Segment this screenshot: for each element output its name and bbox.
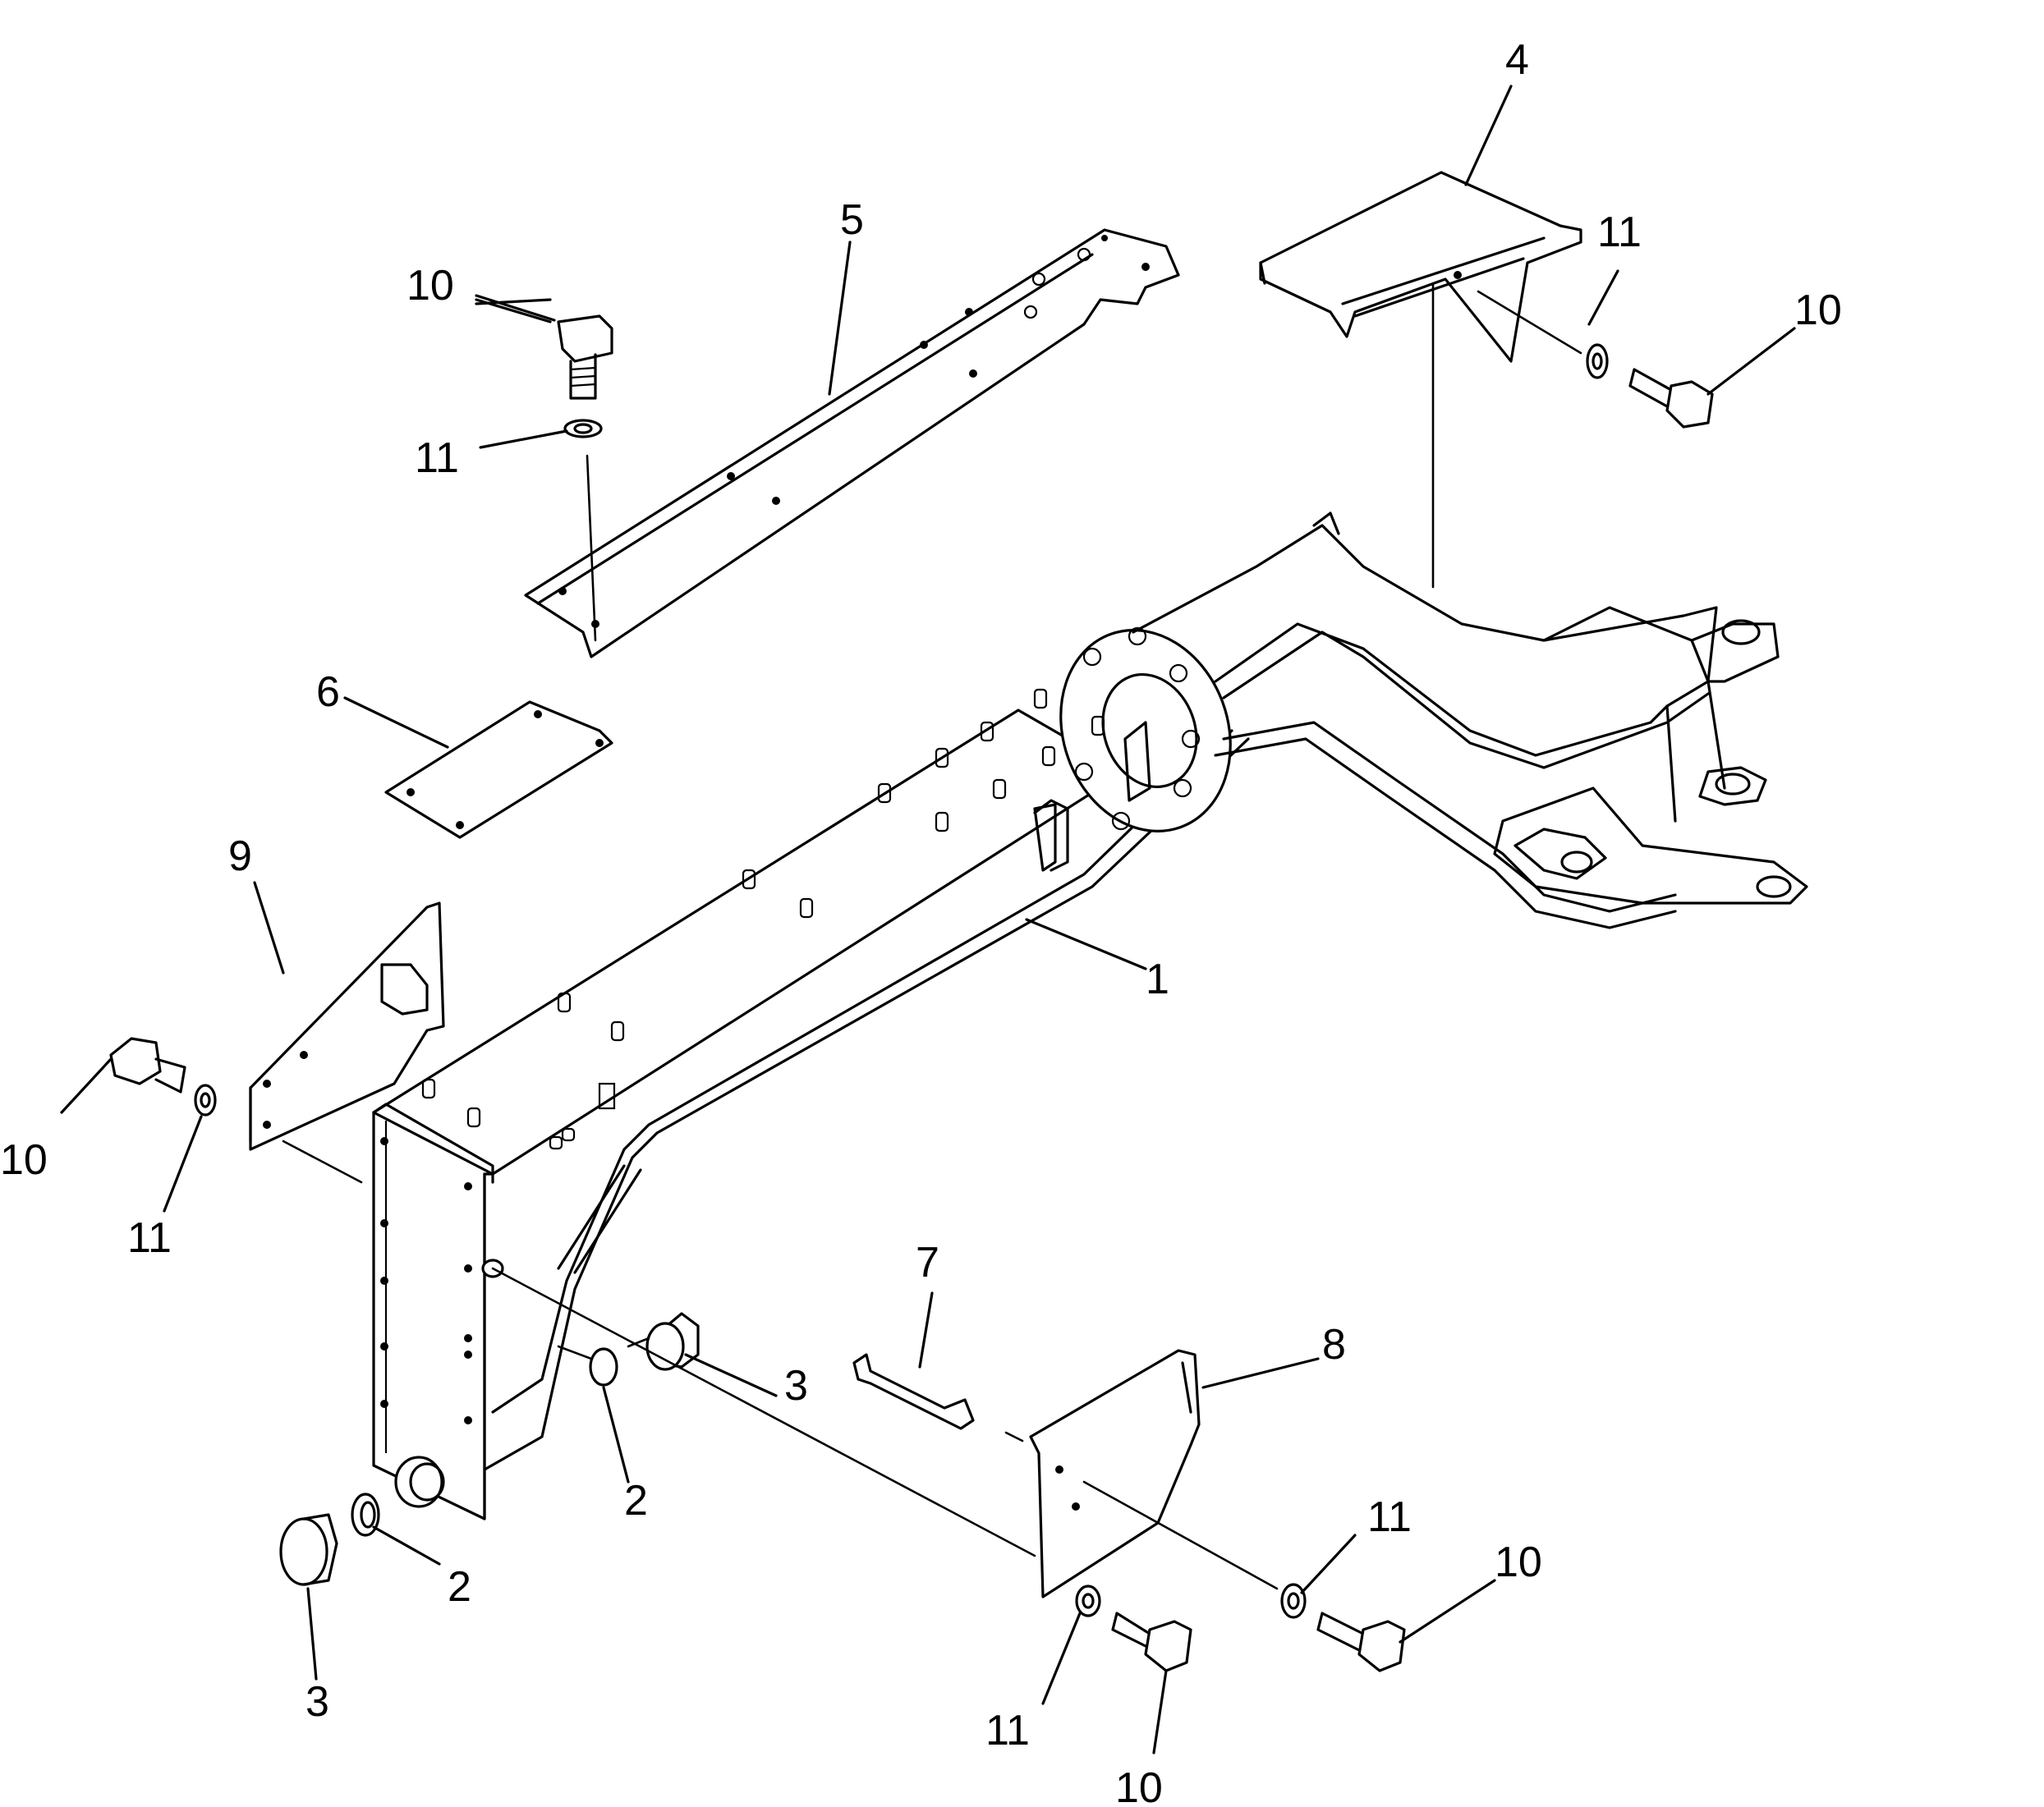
- callout-8: 8: [1322, 1321, 1346, 1369]
- leader-lines: [60, 85, 1796, 1754]
- callout-3: 3: [305, 1678, 329, 1726]
- part-7-bar: [852, 1353, 975, 1430]
- callout-6: 6: [316, 668, 340, 716]
- callout-10: 10: [1794, 287, 1842, 334]
- bolt-10-top: [557, 314, 613, 438]
- bolt-10-bottom-left: [1075, 1585, 1192, 1672]
- callout-11: 11: [415, 434, 459, 482]
- part-1-frame: [372, 511, 1808, 1520]
- part-4-cover: [1259, 171, 1582, 589]
- callout-9: 9: [228, 832, 252, 880]
- part-6-plate: [384, 700, 613, 839]
- callout-2: 2: [448, 1563, 471, 1611]
- callout-11: 11: [1597, 209, 1642, 256]
- callout-10: 10: [407, 262, 454, 310]
- callout-10: 10: [0, 1136, 48, 1184]
- part-5-cover: [524, 228, 1180, 658]
- bolt-10-bottom-right: [1082, 1480, 1406, 1672]
- callout-10: 10: [1495, 1539, 1542, 1586]
- bolt-10-right-top: [1477, 290, 1714, 429]
- plug-3-center: [491, 1267, 1036, 1557]
- callout-11: 11: [127, 1214, 172, 1262]
- callout-5: 5: [840, 196, 864, 244]
- part-9-bracket: [249, 901, 445, 1184]
- front-plate-holes: [380, 1137, 472, 1424]
- callout-3: 3: [784, 1362, 808, 1410]
- callouts: 1 2 2 3 3 4 5 6 7 8 9 10 10 10 10 10 11 …: [0, 36, 1842, 1807]
- plug-3-left: [279, 1493, 380, 1586]
- callout-4: 4: [1505, 36, 1529, 84]
- callout-2: 2: [624, 1477, 648, 1525]
- callout-10: 10: [1115, 1764, 1163, 1803]
- callout-1: 1: [1146, 956, 1169, 1003]
- callout-7: 7: [916, 1239, 939, 1286]
- callout-11: 11: [985, 1707, 1030, 1754]
- callout-11: 11: [1367, 1493, 1412, 1541]
- bolt-10-left: [109, 1037, 217, 1117]
- frame-bolt-pattern: [421, 688, 1105, 1150]
- part-8-bracket: [1004, 1349, 1201, 1598]
